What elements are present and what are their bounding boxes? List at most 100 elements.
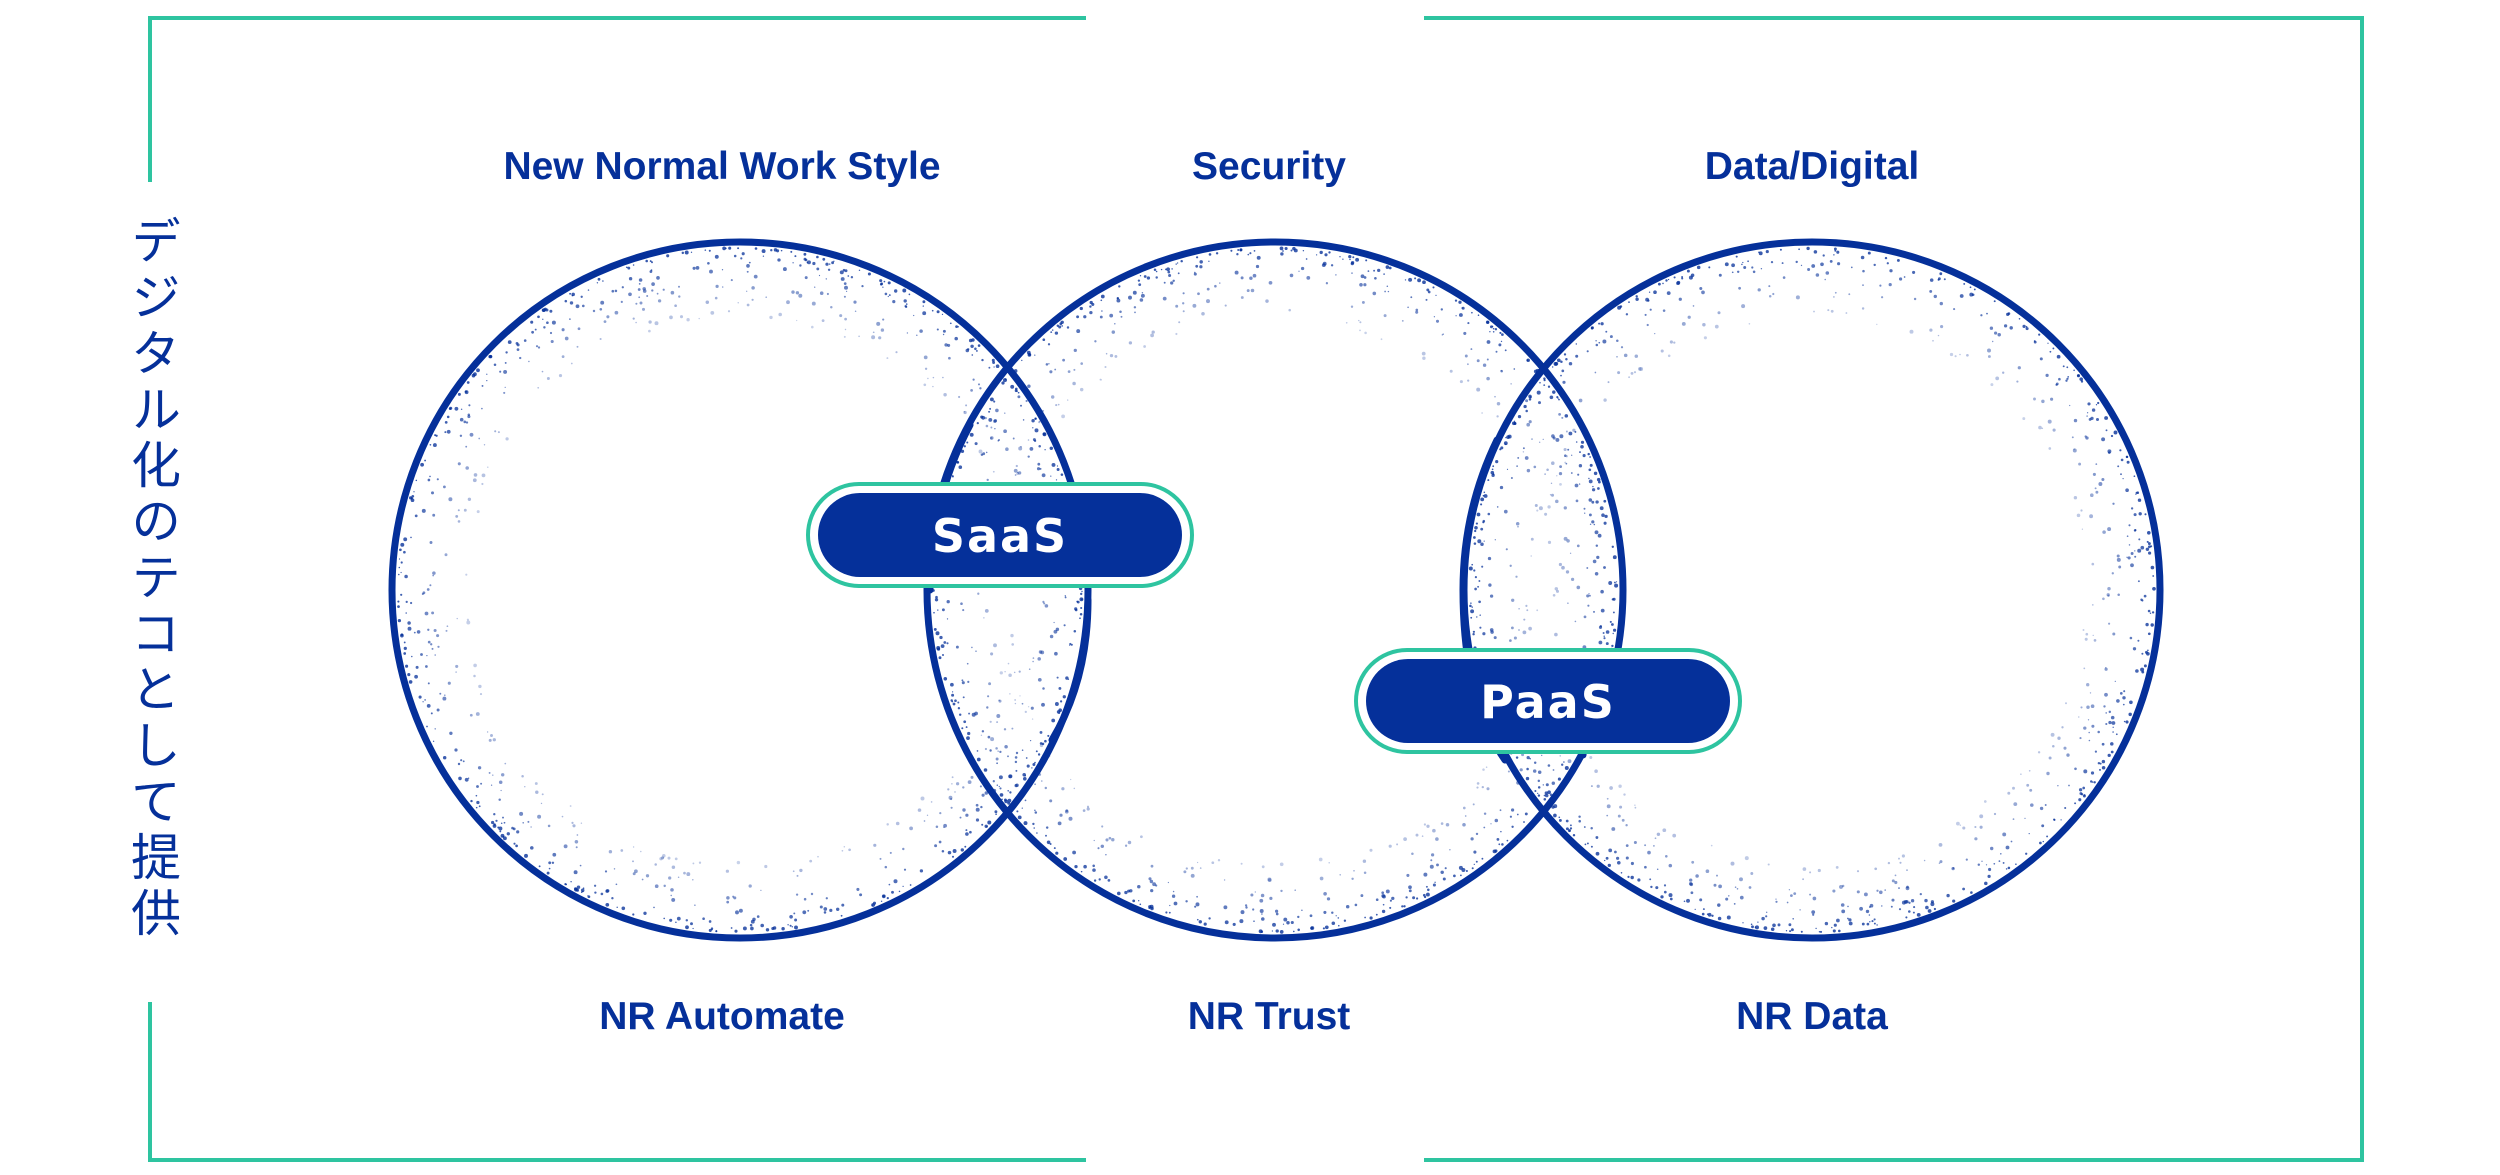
speckle-dot [984,791,989,795]
speckle-dot [528,360,530,363]
speckle-dot [2066,753,2070,757]
speckle-dot [2066,377,2069,380]
speckle-dot [781,926,785,931]
speckle-dot [1292,930,1295,933]
speckle-dot [1836,918,1840,923]
speckle-dot [980,734,983,737]
speckle-dot [948,356,951,360]
speckle-dot [656,292,659,295]
speckle-dot [2017,366,2021,370]
speckle-dot [1021,702,1024,705]
speckle-dot [887,295,889,298]
speckle-dot [457,462,461,466]
speckle-dot [1426,824,1430,828]
speckle-dot [2037,751,2041,754]
speckle-dot [1404,279,1407,281]
speckle-dot [1199,867,1202,869]
speckle-dot [1044,786,1048,790]
speckle-dot [1717,903,1721,907]
speckle-dot [674,304,677,308]
speckle-dot [751,298,754,301]
speckle-dot [2090,493,2094,498]
speckle-dot [1949,352,1954,357]
speckle-dot [413,631,416,634]
speckle-dot [1483,826,1486,829]
speckle-dot [2150,565,2155,570]
speckle-dot [1770,927,1775,932]
speckle-dot [771,926,775,931]
speckle-dot [639,301,643,305]
speckle-dot [1735,255,1738,258]
speckle-dot [1429,864,1434,869]
speckle-dot [1467,379,1470,382]
speckle-dot [1500,340,1503,343]
speckle-dot [1718,273,1722,277]
speckle-dot [1574,483,1579,488]
speckle-dot [1232,922,1236,926]
speckle-dot [1449,849,1451,851]
speckle-dot [1591,488,1596,492]
speckle-dot [1748,886,1752,889]
speckle-dot [1473,536,1476,539]
speckle-dot [1128,341,1133,345]
speckle-dot [2079,377,2083,381]
speckle-dot [970,775,974,779]
speckle-dot [2082,629,2085,631]
speckle-dot [467,413,471,416]
speckle-dot [1039,742,1043,745]
speckle-dot [500,773,505,777]
badge-paas-fill [1366,659,1730,743]
speckle-dot [1571,454,1573,456]
speckle-dot [1224,304,1227,307]
speckle-dot [843,295,846,298]
speckle-dot [1201,312,1205,316]
speckle-dot [1470,837,1474,841]
speckle-dot [1007,801,1011,805]
speckle-dot [2022,324,2026,329]
speckle-dot [2088,731,2091,734]
speckle-dot [1873,922,1876,925]
speckle-dot [431,611,435,615]
speckle-dot [1969,286,1972,289]
speckle-dot [1353,869,1355,872]
speckle-dot [1841,884,1845,888]
speckle-dot [686,872,691,877]
speckle-dot [1647,299,1650,302]
speckle-dot [1044,449,1046,451]
speckle-dot [2052,428,2056,432]
speckle-dot [1500,370,1502,372]
speckle-dot [667,856,671,860]
speckle-dot [404,574,408,579]
speckle-dot [405,612,407,614]
speckle-dot [1442,333,1444,335]
speckle-dot [1029,447,1034,451]
speckle-dot [561,815,564,818]
speckle-dot [1324,925,1329,930]
speckle-dot [981,415,986,420]
speckle-dot [1478,580,1481,582]
speckle-dot [1152,882,1156,887]
speckle-dot [429,584,432,587]
speckle-dot [1812,896,1817,901]
speckle-dot [826,292,829,296]
speckle-dot [494,430,497,433]
speckle-dot [1544,512,1548,516]
speckle-dot [782,267,787,272]
speckle-dot [1660,349,1664,353]
speckle-dot [1613,581,1616,584]
speckle-dot [2002,861,2005,864]
speckle-dot [1612,628,1617,632]
speckle-dot [1423,872,1428,877]
speckle-dot [1064,595,1067,597]
speckle-dot [2094,750,2097,753]
speckle-dot [1617,814,1621,818]
speckle-dot [1016,471,1019,474]
speckle-dot [1871,920,1874,923]
speckle-dot [1873,918,1876,921]
speckle-dot [1537,770,1542,774]
speckle-dot [1603,521,1607,525]
speckle-dot [882,286,884,288]
circle-new-normal-work-style [388,238,1092,942]
speckle-dot [968,712,971,715]
speckle-dot [1525,776,1530,781]
